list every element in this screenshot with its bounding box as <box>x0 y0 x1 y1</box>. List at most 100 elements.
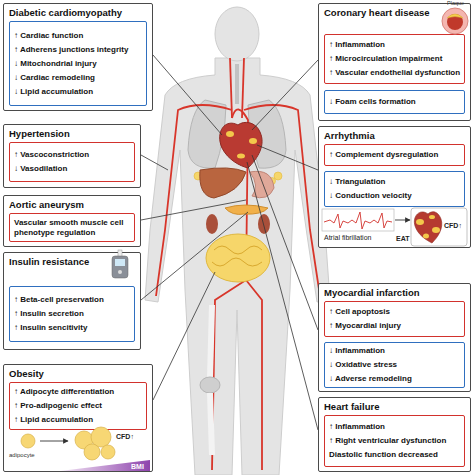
heart <box>220 122 262 168</box>
leader-lines <box>141 55 318 430</box>
leader-lines <box>141 155 168 170</box>
annotation-label: Plaque <box>447 1 464 7</box>
effect-item: ↑ Adherens junctions integrity <box>14 43 142 57</box>
adipose-tissue <box>274 172 282 180</box>
knee-joint <box>200 305 220 455</box>
effect-item: ↓ Conduction velocity <box>329 189 460 203</box>
effect-item: ↓ Cardiac remodeling <box>14 71 142 85</box>
disease-panel: Diabetic cardiomyopathy ↑ Cardiac functio… <box>3 3 153 111</box>
decrease-effect-box: ↓ Inflammation↓ Oxidative stress↓ Advers… <box>324 342 465 388</box>
effect-item: ↑ Beta-cell preservation <box>14 293 130 307</box>
knee-joint <box>210 305 212 378</box>
abdominal-organs <box>200 168 246 198</box>
panel-title: Obesity <box>4 365 152 379</box>
heart <box>226 131 234 137</box>
effect-item: ↑ Vascoconstriction <box>14 148 130 162</box>
increase-effect-box: ↑ Complement dysregulation <box>324 144 465 166</box>
leader-lines <box>153 272 215 400</box>
arteries <box>212 280 246 470</box>
decrease-effect-box: ↑ Cardiac function↑ Adherens junctions i… <box>9 21 147 106</box>
disease-panel: Myocardial infarction ↑ Cell apoptosis↑ M… <box>318 283 471 392</box>
lungs <box>188 64 286 168</box>
decrease-effect-box: ↓ Triangulation↓ Conduction velocity <box>324 171 465 207</box>
leader-lines <box>153 55 222 135</box>
panel-title: Insulin resistance <box>4 253 109 267</box>
effect-item: ↓ Vasodilation <box>14 162 130 176</box>
leader-lines <box>247 162 318 430</box>
annotation-label: EAT <box>396 235 409 242</box>
panel-title: Myocardial infarction <box>319 284 470 298</box>
effect-item: ↑ Right ventricular dysfunction <box>329 434 460 448</box>
heart <box>220 122 262 168</box>
disease-panel: Coronary heart disease ↑ Inflammation↑ Mi… <box>318 3 471 121</box>
leader-lines <box>141 212 248 300</box>
panel-title: Aortic aneurysm <box>4 196 140 210</box>
body-silhouette <box>215 7 259 61</box>
effect-item: ↑ Cell apoptosis <box>329 305 460 319</box>
abdominal-organs <box>212 246 262 266</box>
heart <box>249 138 257 144</box>
abdominal-organs <box>206 234 270 282</box>
panel-title: Hypertension <box>4 125 140 139</box>
disease-panel: Hypertension ↑ Vascoconstriction↓ Vasodil… <box>3 124 141 188</box>
effect-item: ↑ Microcirculation impairment <box>329 52 460 66</box>
abdominal-organs <box>250 171 274 197</box>
body-silhouette <box>145 58 330 475</box>
effect-item: ↑ Complement dysregulation <box>329 148 460 162</box>
annotation-label: Atrial fibrillation <box>324 234 371 241</box>
increase-effect-box: Vascular smooth muscle cell phenotype re… <box>9 213 135 242</box>
effect-item: ↑ Pro-adipogenic effect <box>14 399 142 413</box>
disease-panel: Heart failure ↑ Inflammation↑ Right ventr… <box>318 397 471 472</box>
increase-effect-box: ↑ Inflammation↑ Right ventricular dysfun… <box>324 415 465 467</box>
arteries <box>242 58 244 118</box>
effect-item: ↓ Inflammation <box>329 344 460 358</box>
increase-effect-box: ↑ Inflammation↑ Microcirculation impairm… <box>324 34 465 84</box>
effect-item: ↑ Inflammation <box>329 420 460 434</box>
annotation-label: CFD↑ <box>116 433 134 440</box>
panel-title: Diabetic cardiomyopathy <box>4 4 152 18</box>
effect-item: ↑ Insulin sencitivity <box>14 321 130 335</box>
abdominal-organs <box>200 168 274 282</box>
effect-item: ↑ Lipid accumulation <box>14 413 142 427</box>
lungs <box>235 64 239 104</box>
disease-panel: Arrhythmia ↑ Complement dysregulation ↓ Tr… <box>318 126 471 248</box>
heart <box>237 154 245 159</box>
effect-item: ↑ Adipocyte differentiation <box>14 385 142 399</box>
panel-title: Heart failure <box>319 398 470 412</box>
effect-item: ↓ Adverse remodeling <box>329 372 460 386</box>
leader-lines <box>141 200 246 220</box>
abdominal-organs <box>206 214 218 234</box>
effect-item: ↑ Myocardial injury <box>329 319 460 333</box>
increase-effect-box: ↑ Cell apoptosis↑ Myocardial injury <box>324 301 465 337</box>
effect-item: ↑ Insulin secretion <box>14 307 130 321</box>
effect-item: ↓ Foam cells formation <box>329 95 460 109</box>
increase-effect-box: ↑ Vascoconstriction↓ Vasodilation <box>9 142 135 182</box>
effect-item: ↓ Triangulation <box>329 175 460 189</box>
arteries <box>156 58 320 470</box>
effect-item: ↓ Mitochondrial injury <box>14 57 142 71</box>
leader-lines <box>252 60 318 130</box>
body-silhouette <box>145 7 330 475</box>
decrease-effect-box: ↓ Foam cells formation <box>324 90 465 114</box>
leader-lines <box>252 155 318 330</box>
effect-item: ↑ Vascular endothelial dysfunction <box>329 66 460 80</box>
panel-title: Coronary heart disease <box>319 4 443 18</box>
effect-item: ↑ Cardiac function <box>14 29 142 43</box>
effect-item: Diastolic function decreased <box>329 448 460 462</box>
leader-lines <box>257 145 318 170</box>
increase-effect-box: ↑ Adipocyte differentiation↑ Pro-adipoge… <box>9 382 147 430</box>
abdominal-organs <box>258 214 270 234</box>
decrease-effect-box: ↑ Beta-cell preservation↑ Insulin secret… <box>9 286 135 342</box>
knee-joint <box>200 377 220 393</box>
panel-title: Arrhythmia <box>319 127 470 141</box>
annotation-label: adipocyte <box>9 452 35 458</box>
disease-panel: Aortic aneurysmVascular smooth muscle ce… <box>3 195 141 247</box>
annotation-label: BMI <box>131 463 144 470</box>
effect-item: Vascular smooth muscle cell phenotype re… <box>14 218 130 238</box>
knee-joint <box>210 393 212 455</box>
arteries <box>246 280 262 470</box>
disease-panel: Insulin resistance ↑ Beta-cell preservati… <box>3 252 141 350</box>
effect-item: ↓ Lipid accumulation <box>14 85 142 99</box>
annotation-label: CFD↑ <box>444 222 462 229</box>
effect-item: ↑ Inflammation <box>329 38 460 52</box>
